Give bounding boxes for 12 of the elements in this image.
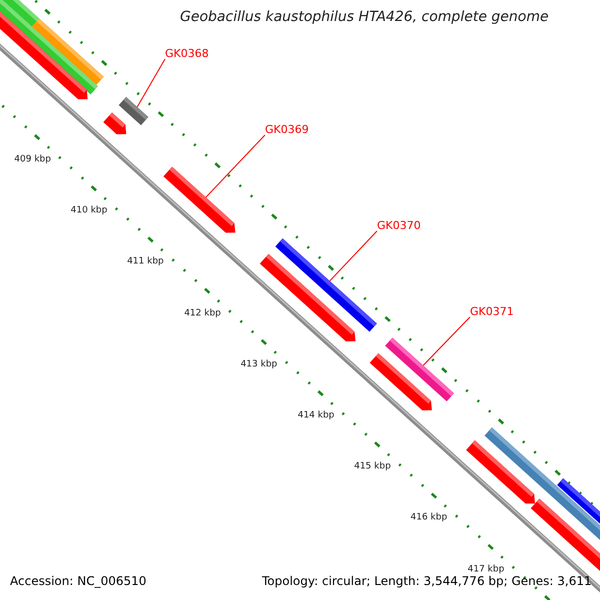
tick-label: 411 kbp (127, 256, 164, 268)
tick-label: 410 kbp (70, 205, 108, 216)
accession-text: Accession: NC_006510 (10, 574, 146, 589)
genome-info-text: Topology: circular; Length: 3,544,776 bp; Genes: 3,611 (262, 574, 592, 589)
tick-label: 416 kbp (410, 512, 448, 524)
title: Geobacillus kaustophilus HTA426, complete genome (179, 9, 549, 25)
tick-label: 413 kbp (240, 359, 278, 370)
tick-label: 414 kbp (298, 410, 334, 422)
tick-label: 412 kbp (184, 308, 221, 320)
tick-label: 409 kbp (14, 154, 51, 166)
tick-label: 417 kbp (468, 564, 504, 576)
tick-label: 415 kbp (354, 462, 391, 473)
